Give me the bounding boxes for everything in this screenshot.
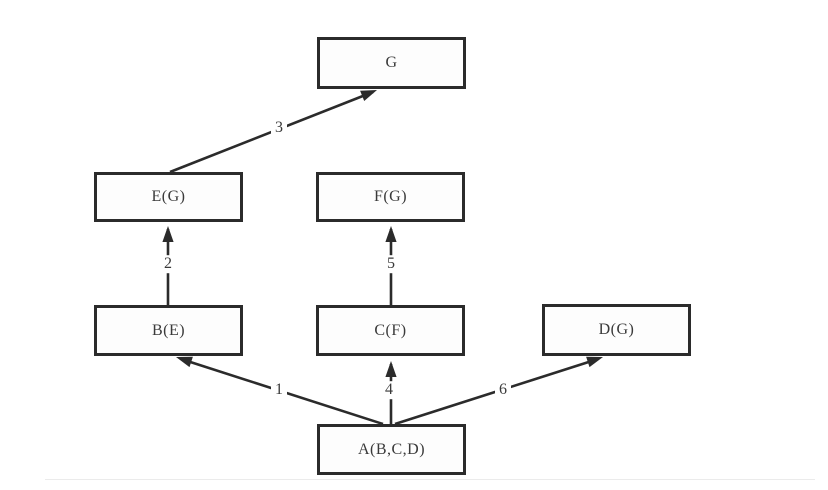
node-g: G: [317, 37, 466, 89]
edge-label-3: 3: [271, 119, 287, 137]
edge-label-5: 5: [383, 255, 399, 273]
node-a: A(B,C,D): [317, 424, 466, 475]
node-label: E(G): [151, 188, 186, 205]
node-label: F(G): [373, 188, 408, 205]
node-label: A(B,C,D): [357, 440, 426, 458]
scan-artifact-line: [45, 479, 815, 480]
edge-label-6: 6: [495, 381, 511, 399]
arrowhead-icon: [176, 356, 193, 368]
node-c: C(F): [316, 305, 465, 356]
arrowhead-icon: [360, 90, 377, 101]
edge-label-4: 4: [381, 381, 397, 399]
edge-label-1: 1: [271, 381, 287, 399]
node-d: D(G): [542, 304, 691, 356]
node-label: G: [385, 54, 398, 71]
node-label: C(F): [374, 321, 407, 339]
node-label: D(G): [598, 321, 635, 338]
arrowhead-icon: [385, 226, 397, 242]
arrowhead-icon: [586, 356, 603, 368]
node-e: E(G): [94, 172, 243, 222]
node-b: B(E): [94, 305, 243, 356]
arrowhead-icon: [162, 226, 174, 242]
node-label: B(E): [151, 321, 186, 339]
node-f: F(G): [316, 172, 465, 222]
edge-label-2: 2: [160, 255, 176, 273]
arrowhead-icon: [385, 361, 397, 377]
